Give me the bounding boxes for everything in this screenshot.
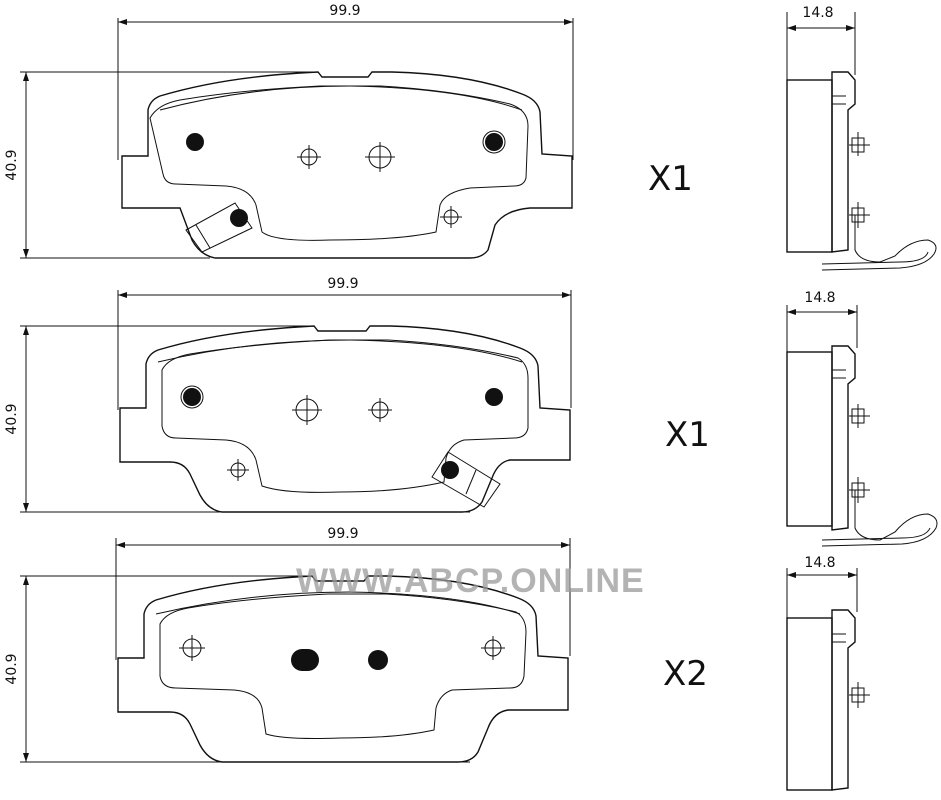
pad-1-front-view: 99.9 40.9 [4,3,574,259]
pad-1-height-label: 40.9 [4,149,20,180]
pad-2-wear-sensor [431,451,501,508]
pad-3-side-view: 14.8 [786,555,870,791]
pad-2-thickness-label: 14.8 [804,290,835,306]
pad-3-width-label: 99.9 [327,526,358,542]
pad-2-front-view: 99.9 40.9 [4,276,572,513]
pad-2-width-label: 99.9 [327,276,358,292]
pad-2-quantity: X1 [665,415,710,455]
pad-3-height-label: 40.9 [4,653,20,684]
pad-1-quantity: X1 [648,159,693,199]
pad-1-wear-sensor [185,202,253,253]
pad-1-width-label: 99.9 [329,3,360,19]
pad-1-side-view: 14.8 [786,5,937,271]
pad-3-thickness-label: 14.8 [804,555,835,571]
watermark: WWW.ABCP.ONLINE [296,562,645,600]
pad-3-quantity: X2 [663,654,708,694]
pad-3-front-view: 99.9 40.9 [4,526,571,763]
pad-2-height-label: 40.9 [4,403,20,434]
pad-2-side-view: 14.8 [786,290,938,547]
pad-1-thickness-label: 14.8 [802,5,833,21]
